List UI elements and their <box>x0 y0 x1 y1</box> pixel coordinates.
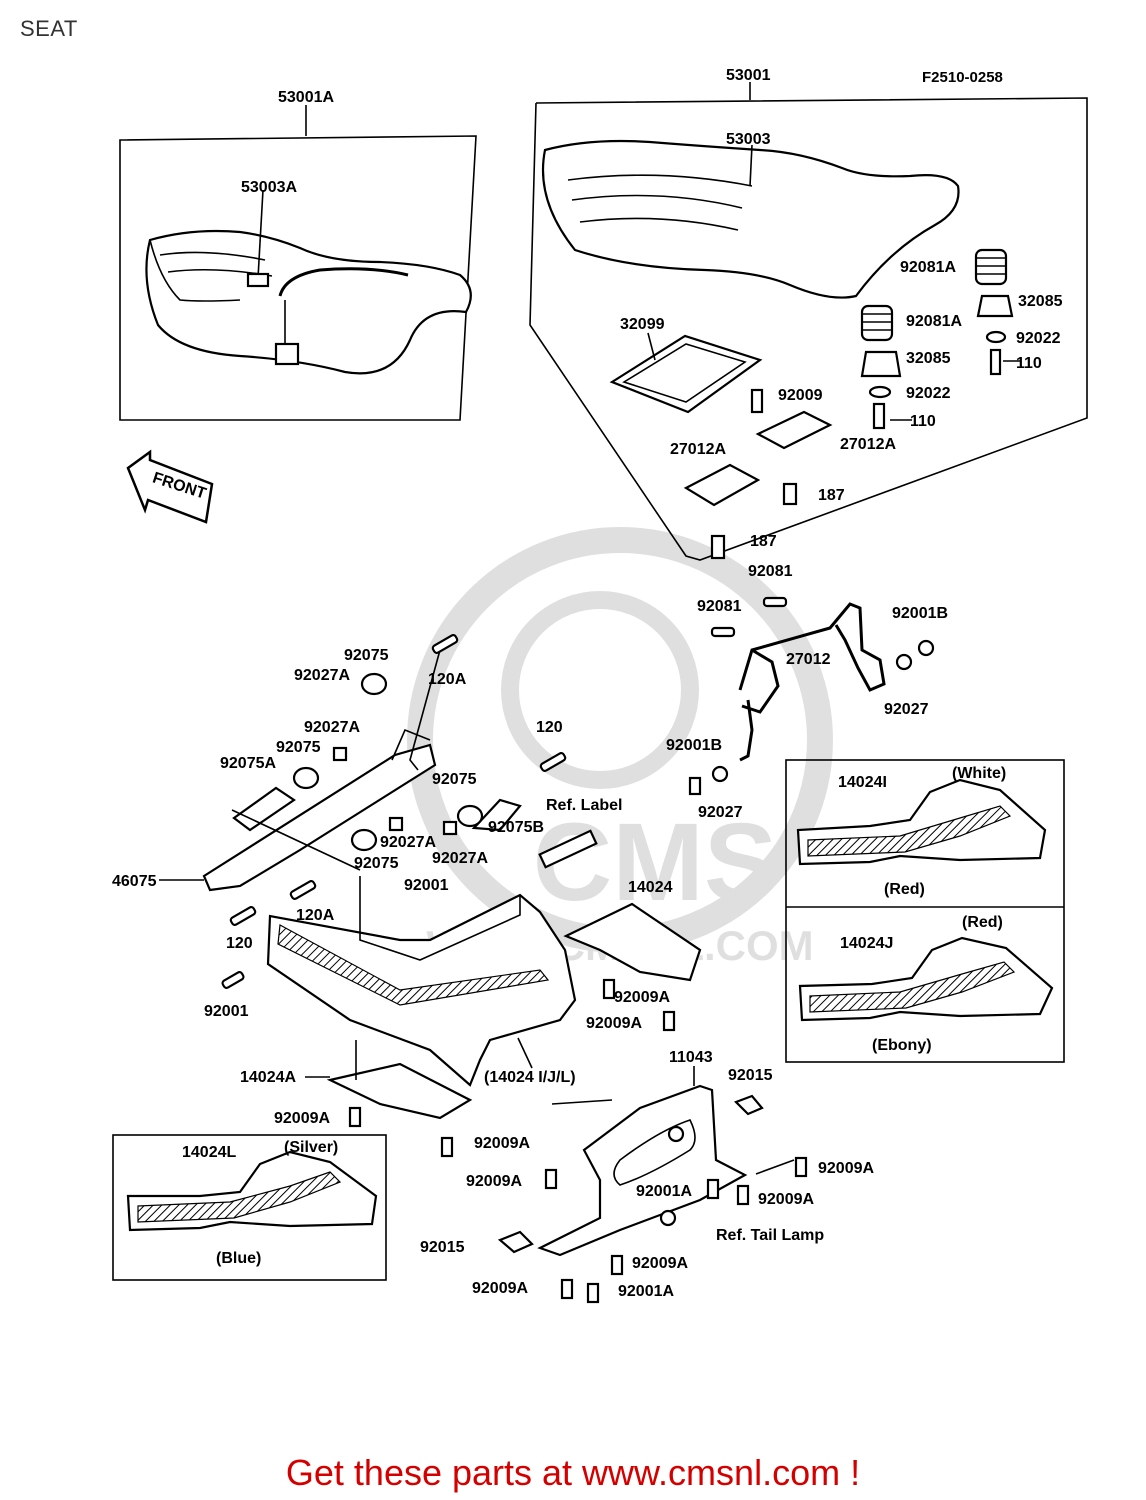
label-bracket-27012A-1: 27012A <box>670 441 726 458</box>
label-cover-14024A: 14024A <box>240 1069 296 1086</box>
spring-92081A <box>860 248 1008 342</box>
label-screw-92009A-4: 92009A <box>474 1135 530 1152</box>
label-seat-a-assy: 53001A <box>278 89 334 106</box>
label-seat-cover: 53003 <box>726 131 771 148</box>
label-clip-92015-1: 92015 <box>728 1067 773 1084</box>
label-collar-92027-2: 92027 <box>698 804 743 821</box>
fender-11043 <box>537 1084 748 1257</box>
cover-14024 <box>563 902 702 982</box>
label-color-blue: (Blue) <box>216 1250 261 1267</box>
label-bolt-187-1: 187 <box>818 487 845 504</box>
handle-group <box>159 634 567 989</box>
label-spring-92081-1: 92081 <box>748 563 793 580</box>
label-screw-92009A-6: 92009A <box>466 1173 522 1190</box>
label-hinge-27012: 27012 <box>786 651 831 668</box>
label-cover-14024L: 14024L <box>182 1144 236 1161</box>
label-ref-label: Ref. Label <box>546 797 622 814</box>
label-bolt-120-1: 120 <box>536 719 563 736</box>
label-screw-92009A-5: 92009A <box>818 1160 874 1177</box>
label-screw-92009A-7: 92009A <box>758 1191 814 1208</box>
hinge-27012 <box>738 602 886 762</box>
diagram-code: F2510-0258 <box>922 69 1003 86</box>
cover-options-right <box>785 759 1065 1063</box>
footer-link-text[interactable]: Get these parts at www.cmsnl.com ! <box>285 1452 861 1493</box>
label-seat-a-cover: 53003A <box>241 179 297 196</box>
label-spring-92081A-2: 92081A <box>906 313 962 330</box>
label-collar-92027-1: 92027 <box>884 701 929 718</box>
label-cover-14024I: 14024I <box>838 774 887 791</box>
seat-illustration <box>541 139 960 299</box>
label-color-ebony: (Ebony) <box>872 1037 932 1054</box>
label-screw-92009: 92009 <box>778 387 823 404</box>
label-spring-92081A-1: 92081A <box>900 259 956 276</box>
label-grommet-92075B: 92075B <box>488 819 544 836</box>
label-bolt-92001A-2: 92001A <box>618 1283 674 1300</box>
label-spring-92081-2: 92081 <box>697 598 742 615</box>
label-bolt-110-2: 110 <box>910 413 936 430</box>
page-title: SEAT <box>20 16 78 41</box>
label-collar-92027A-1: 92027A <box>294 667 350 684</box>
tray-32099 <box>609 334 763 414</box>
label-washer-92022-1: 92022 <box>1016 330 1061 347</box>
label-damper-32085-2: 32085 <box>906 350 951 367</box>
label-color-silver: (Silver) <box>284 1139 338 1156</box>
front-arrow: FRONT <box>126 449 214 524</box>
label-clip-92015-2: 92015 <box>420 1239 465 1256</box>
label-ref-tail-lamp: Ref. Tail Lamp <box>716 1227 824 1244</box>
label-grommet-92075-3: 92075 <box>432 771 477 788</box>
label-grommet-92075-2: 92075 <box>276 739 321 756</box>
label-bolt-120-2: 120 <box>226 935 253 952</box>
label-collar-92027A-3: 92027A <box>380 834 436 851</box>
label-grommet-92075-1: 92075 <box>344 647 389 664</box>
label-bolt-110-1: 110 <box>1016 355 1042 372</box>
label-color-white: (White) <box>952 765 1006 782</box>
seat-group <box>529 82 1088 561</box>
label-fender-11043: 11043 <box>669 1049 713 1066</box>
label-screw-92009A-8: 92009A <box>632 1255 688 1272</box>
watermark: CMS WWW.CMSNL.COM <box>407 527 833 969</box>
label-cover-14024: 14024 <box>628 879 673 896</box>
label-color-red-1: (Red) <box>884 881 925 898</box>
fender-group <box>497 1066 808 1304</box>
label-bolt-120A-2: 120A <box>296 907 335 924</box>
label-cover-14024IJL: (14024 I/J/L) <box>484 1069 576 1086</box>
cover-14024A <box>326 1062 473 1120</box>
watermark-logo-text: CMS <box>533 801 777 924</box>
label-bolt-187-2: 187 <box>750 533 777 550</box>
label-collar-92027A-2: 92027A <box>304 719 360 736</box>
label-bolt-92001-2: 92001 <box>204 1003 249 1020</box>
tail-cover-group <box>266 829 702 1158</box>
label-bracket-27012A-2: 27012A <box>840 436 896 453</box>
hinge-group <box>688 596 935 796</box>
label-screw-92009A-9: 92009A <box>472 1280 528 1297</box>
label-collar-92027A-4: 92027A <box>432 850 488 867</box>
label-bolt-92001-1: 92001 <box>404 877 449 894</box>
label-screw-92009A-1: 92009A <box>614 989 670 1006</box>
label-bolt-120A-1: 120A <box>428 671 467 688</box>
label-grommet-92075A: 92075A <box>220 755 276 772</box>
label-bolt-92001B-2: 92001B <box>666 737 722 754</box>
label-washer-92022-2: 92022 <box>906 385 951 402</box>
bracket-27012A <box>683 463 761 507</box>
label-bolt-92001B-1: 92001B <box>892 605 948 622</box>
handle-46075 <box>202 743 437 892</box>
label-color-red-2: (Red) <box>962 914 1003 931</box>
label-seat-assy: 53001 <box>726 67 771 84</box>
cover-option-left <box>112 1134 387 1281</box>
seat-a-illustration <box>145 229 472 375</box>
label-screw-92009A-3: 92009A <box>274 1110 330 1127</box>
label-damper-32085-1: 32085 <box>1018 293 1063 310</box>
label-bolt-92001A-1: 92001A <box>636 1183 692 1200</box>
seat-a-group <box>119 105 477 421</box>
label-grommet-92075-4: 92075 <box>354 855 399 872</box>
label-tray: 32099 <box>620 316 665 333</box>
label-screw-92009A-2: 92009A <box>586 1015 642 1032</box>
label-cover-14024J: 14024J <box>840 935 893 952</box>
label-handle-46075: 46075 <box>112 873 157 890</box>
